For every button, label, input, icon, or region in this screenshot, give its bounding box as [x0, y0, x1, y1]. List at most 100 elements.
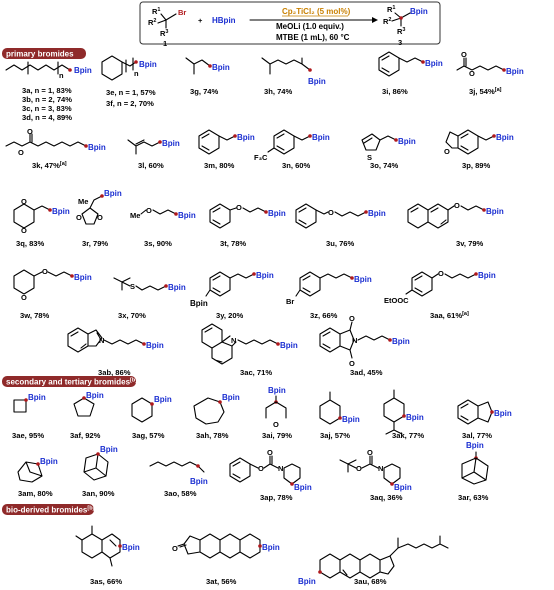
structure-3al: Bpin [457, 399, 512, 425]
substrate-number: 1 [163, 39, 167, 48]
structure-3ap: O O N Bpin [229, 448, 312, 492]
svg-text:Bpin: Bpin [398, 137, 416, 146]
label-3ae: 3ae, 95% [12, 431, 44, 440]
svg-text:S: S [367, 153, 372, 162]
svg-text:Bpin: Bpin [342, 415, 360, 424]
structure-3j: O O Bpin [456, 50, 524, 78]
svg-text:Bpin: Bpin [256, 271, 274, 280]
svg-text:Bpin: Bpin [268, 209, 286, 218]
svg-text:O: O [469, 69, 475, 78]
product-number: 3 [398, 38, 402, 47]
svg-text:primary bromides: primary bromides [6, 50, 74, 59]
svg-text:O: O [236, 203, 242, 212]
label-3p: 3p, 89% [462, 161, 491, 170]
svg-text:Me: Me [78, 197, 88, 206]
svg-text:S: S [130, 282, 135, 291]
svg-text:O: O [367, 448, 373, 457]
svg-text:N: N [352, 336, 357, 345]
label-3l: 3l, 60% [138, 161, 164, 170]
structure-3ar: Bpin [461, 441, 489, 485]
section-primary: primary bromides [2, 48, 86, 59]
label-3n: 3n, 60% [282, 161, 311, 170]
svg-text:O: O [146, 206, 152, 215]
structure-3k: O O Bpin [5, 127, 106, 157]
svg-text:O: O [97, 213, 103, 222]
svg-text:Bpin: Bpin [100, 445, 118, 454]
svg-text:Bpin: Bpin [506, 67, 524, 76]
structure-3u: O Bpin [295, 203, 386, 229]
base-label: MeOLi (1.0 equiv.) [276, 22, 344, 31]
structure-3aq: O O N Bpin [339, 448, 412, 492]
structure-3t: O Bpin [209, 203, 286, 229]
svg-text:O: O [21, 197, 27, 206]
svg-text:Bpin: Bpin [88, 143, 106, 152]
label-3r: 3r, 79% [82, 239, 108, 248]
svg-text:O: O [454, 201, 460, 210]
svg-text:Bpin: Bpin [52, 207, 70, 216]
label-3ab: 3ab, 86% [98, 368, 131, 377]
reaction-box [139, 1, 441, 45]
structure-3o: S Bpin [361, 133, 416, 162]
svg-text:bio-derived bromides[b]: bio-derived bromides[b] [6, 506, 95, 515]
r1-label: R1 [152, 7, 160, 16]
svg-text:Bpin: Bpin [74, 66, 92, 75]
svg-text:secondary and tertiary bromide: secondary and tertiary bromides[b] [6, 378, 137, 387]
svg-text:Bpin: Bpin [122, 543, 140, 552]
svg-text:Bpin: Bpin [28, 393, 46, 402]
svg-text:Bpin: Bpin [178, 211, 196, 220]
structure-3r: Me O O Bpin [76, 189, 122, 225]
structure-3ak: Bpin [383, 389, 424, 435]
svg-text:Bpin: Bpin [162, 139, 180, 148]
label-3i: 3i, 86% [382, 87, 408, 96]
svg-text:O: O [21, 226, 27, 235]
svg-text:Bpin: Bpin [268, 386, 286, 395]
structure-3n: F₃C Bpin [254, 129, 330, 162]
label-3b: 3b, n = 2, 74% [22, 95, 72, 104]
svg-text:Bpin: Bpin [139, 60, 157, 69]
svg-text:Bpin: Bpin [212, 63, 230, 72]
structure-3g: Bpin [185, 57, 230, 75]
label-3ad: 3ad, 45% [350, 368, 383, 377]
svg-text:N: N [378, 464, 383, 473]
r2-label: R2 [148, 18, 156, 27]
label-3au: 3au, 68% [354, 577, 387, 586]
svg-text:Bpin: Bpin [168, 283, 186, 292]
structure-3z: Br Bpin [286, 271, 372, 306]
svg-text:n: n [59, 71, 64, 80]
structure-3a-3d: n Bpin [5, 61, 92, 80]
substrate-1: R1 R2 R3 Br 1 [148, 7, 186, 48]
product-bpin: Bpin [410, 7, 428, 16]
label-3m: 3m, 80% [204, 161, 235, 170]
structure-3at: O Bpin [172, 533, 280, 559]
label-3am: 3am, 80% [18, 489, 53, 498]
plus-sign: + [198, 16, 203, 25]
svg-text:O: O [27, 127, 33, 136]
structure-3aj: Bpin [319, 391, 360, 425]
label-3o: 3o, 74% [370, 161, 399, 170]
svg-text:Bpin: Bpin [496, 133, 514, 142]
svg-text:Bpin: Bpin [308, 77, 326, 86]
svg-text:Bpin: Bpin [86, 391, 104, 400]
structure-3q: O O Bpin [13, 197, 70, 235]
solvent-label: MTBE (1 mL), 60 °C [276, 33, 350, 42]
svg-text:Br: Br [286, 297, 294, 306]
label-3ap: 3ap, 78% [260, 493, 293, 502]
structure-3ag: Bpin [131, 395, 172, 423]
r3-label: R3 [160, 29, 168, 38]
structure-3s: Me O Bpin [130, 206, 196, 220]
label-3d: 3d, n = 4, 89% [22, 113, 72, 122]
svg-text:Bpin: Bpin [354, 275, 372, 284]
label-3j: 3j, 54%[a] [469, 87, 502, 96]
structure-3x: S Bpin [113, 277, 186, 292]
label-3ao: 3ao, 58% [164, 489, 197, 498]
label-3w: 3w, 78% [20, 311, 50, 320]
svg-text:Bpin: Bpin [104, 189, 122, 198]
label-3s: 3s, 90% [144, 239, 172, 248]
structure-3y: Bpin Bpin [190, 271, 274, 308]
reaction-arrow: Cp₂TiCl₂ (5 mol%) MeOLi (1.0 equiv.) MTB… [249, 7, 378, 42]
svg-text:Bpin: Bpin [478, 271, 496, 280]
label-3ai: 3ai, 79% [262, 431, 292, 440]
structure-3ai: Bpin O [265, 386, 287, 429]
svg-text:O: O [267, 448, 273, 457]
